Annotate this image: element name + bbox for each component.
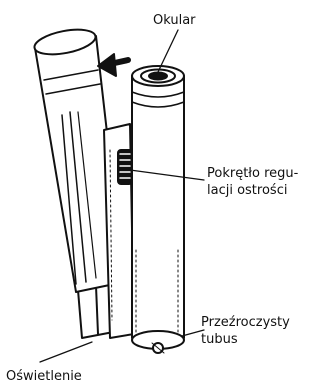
transparent-tube-label-line1: Przeźroczysty [201, 315, 290, 331]
transparent-tube-label-line2: tubus [201, 332, 238, 348]
illumination-label: Oświetlenie [6, 369, 82, 385]
focus-knob-label-line2: lacji ostrości [207, 183, 287, 199]
swing-arrow-icon [98, 54, 128, 76]
transparent-tube-bottom [132, 331, 184, 353]
leader-eyepiece [158, 30, 178, 72]
eyepiece-label: Okular [153, 13, 196, 29]
eyepiece [132, 66, 184, 86]
focus-knob [118, 150, 132, 184]
main-tube [132, 76, 184, 344]
focus-knob-label-line1: Pokrętło regu- [207, 166, 298, 182]
leader-illumination [40, 342, 92, 362]
